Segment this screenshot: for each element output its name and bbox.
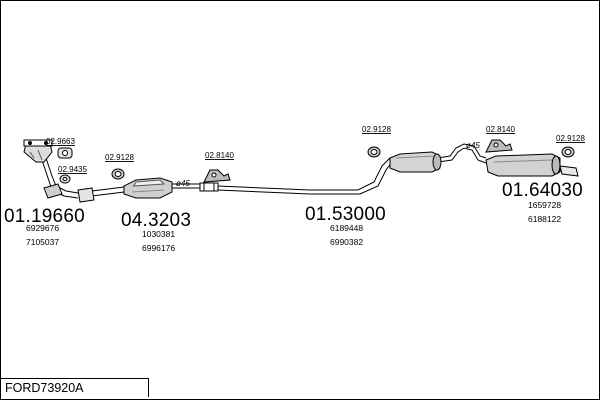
clamp-icon xyxy=(561,146,575,158)
accessory-ref-02-9128-b: 02.9128 xyxy=(362,125,391,134)
oem-ref: 6929676 xyxy=(26,223,59,233)
oem-ref: 6188122 xyxy=(528,214,561,224)
exhaust-pipe xyxy=(41,143,487,199)
accessory-ref-02-9128-c: 02.9128 xyxy=(556,134,585,143)
oem-ref: 6189448 xyxy=(330,223,363,233)
hanger-icon xyxy=(203,169,231,183)
accessory-ref-02-8140-a: 02.8140 xyxy=(205,151,234,160)
hanger-icon xyxy=(485,139,513,153)
accessory-ref-02-8140-b: 02.8140 xyxy=(486,125,515,134)
accessory-ref-02-9128-a: 02.9128 xyxy=(105,153,134,162)
oem-ref: 1030381 xyxy=(142,229,175,239)
centre-muffler-part xyxy=(389,151,442,173)
clamp-icon xyxy=(111,168,125,180)
oem-ref: 7105037 xyxy=(26,237,59,247)
front-pipe-part xyxy=(23,139,95,203)
catalytic-converter-part xyxy=(123,177,173,199)
part-number-04-3203: 04.3203 xyxy=(121,210,191,231)
pipe-joint xyxy=(199,182,219,192)
pipe-diameter-label: ø45 xyxy=(176,179,190,188)
part-number-01-19660: 01.19660 xyxy=(4,206,85,227)
oem-ref: 6990382 xyxy=(330,237,363,247)
part-number-01-64030: 01.64030 xyxy=(502,180,583,201)
clamp-icon xyxy=(367,146,381,158)
gasket-icon xyxy=(59,174,71,184)
oem-ref: 6996176 xyxy=(142,243,175,253)
part-number-01-53000: 01.53000 xyxy=(305,204,386,225)
accessory-ref-02-9435: 02.9435 xyxy=(58,165,87,174)
pipe-diameter-label: ø45 xyxy=(466,141,480,150)
oem-ref: 1659728 xyxy=(528,200,561,210)
diagram-code-label: FORD73920A xyxy=(1,378,149,397)
rear-muffler-part xyxy=(485,153,579,177)
gasket-icon xyxy=(57,147,73,159)
accessory-ref-02-9663: 02.9663 xyxy=(46,137,75,146)
